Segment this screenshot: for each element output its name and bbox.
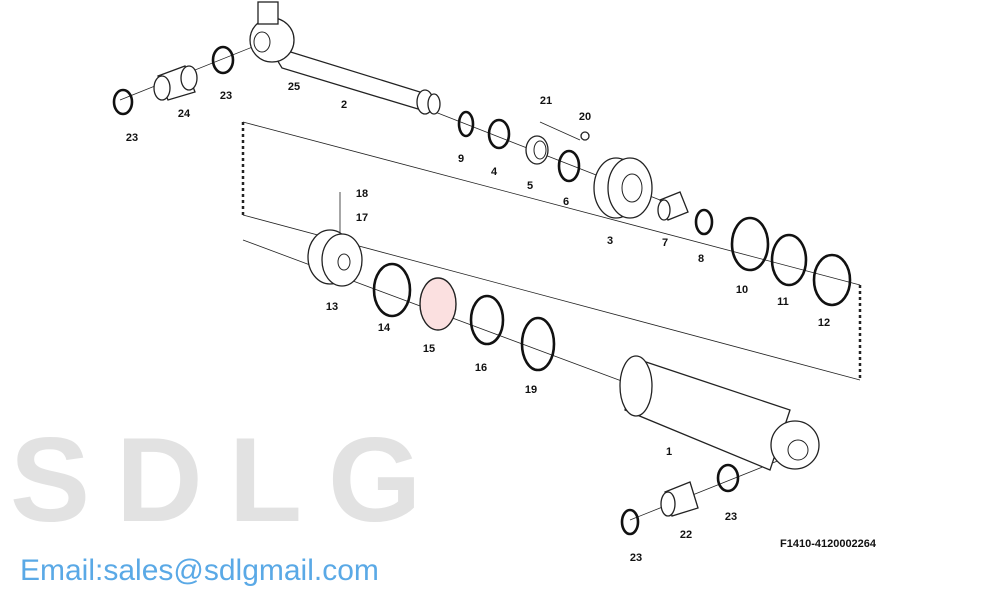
- label-14: 14: [378, 322, 391, 334]
- cylinder-barrel: [619, 355, 820, 471]
- ring-11: [770, 233, 808, 287]
- label-7: 7: [662, 237, 668, 249]
- label-23: 23: [630, 552, 642, 564]
- label-10: 10: [736, 284, 748, 296]
- label-9: 9: [458, 153, 464, 165]
- ring-14: [372, 262, 412, 318]
- label-25: 25: [288, 81, 300, 93]
- label-12: 12: [818, 317, 830, 329]
- seal-5: [525, 135, 549, 165]
- label-4: 4: [491, 166, 498, 178]
- label-15: 15: [423, 343, 435, 355]
- ring-23: [716, 463, 740, 493]
- ring-19: [520, 316, 556, 372]
- brand-watermark: SDLG: [10, 413, 448, 547]
- label-3: 3: [607, 235, 613, 247]
- ring-6: [557, 149, 581, 183]
- piston-rod: [249, 1, 441, 115]
- label-22: 22: [680, 529, 692, 541]
- label-16: 16: [475, 362, 487, 374]
- bushing-22: [660, 481, 699, 517]
- label-13: 13: [326, 301, 338, 313]
- label-20: 20: [579, 111, 591, 123]
- bushing-7: [657, 191, 689, 221]
- figure-code: F1410-4120002264: [780, 538, 877, 550]
- ring-23: [620, 508, 640, 536]
- label-23: 23: [725, 511, 737, 523]
- ring-16: [469, 294, 505, 346]
- label-18: 18: [356, 188, 368, 200]
- ring-9: [457, 110, 475, 138]
- label-1: 1: [666, 446, 672, 458]
- label-17: 17: [356, 212, 368, 224]
- ring-12: [812, 253, 852, 307]
- bolt-21: [539, 121, 581, 141]
- ring-8: [694, 208, 714, 236]
- label-11: 11: [777, 296, 789, 308]
- label-21: 21: [540, 95, 552, 107]
- label-23: 23: [126, 132, 138, 144]
- ring-23: [112, 88, 134, 116]
- seal-15: [419, 277, 457, 331]
- cylinder-head-3: [593, 157, 653, 219]
- label-6: 6: [563, 196, 569, 208]
- piston-13: [307, 229, 363, 287]
- washer-20: [580, 131, 590, 141]
- ring-10: [730, 216, 770, 272]
- label-2: 2: [341, 99, 347, 111]
- label-24: 24: [178, 108, 191, 120]
- label-8: 8: [698, 253, 704, 265]
- label-23: 23: [220, 90, 232, 102]
- ring-23: [211, 45, 235, 75]
- bushing-24: [153, 65, 198, 101]
- label-5: 5: [527, 180, 533, 192]
- label-19: 19: [525, 384, 537, 396]
- email-watermark: Email:sales@sdlgmail.com: [20, 554, 379, 587]
- ring-4: [487, 118, 511, 150]
